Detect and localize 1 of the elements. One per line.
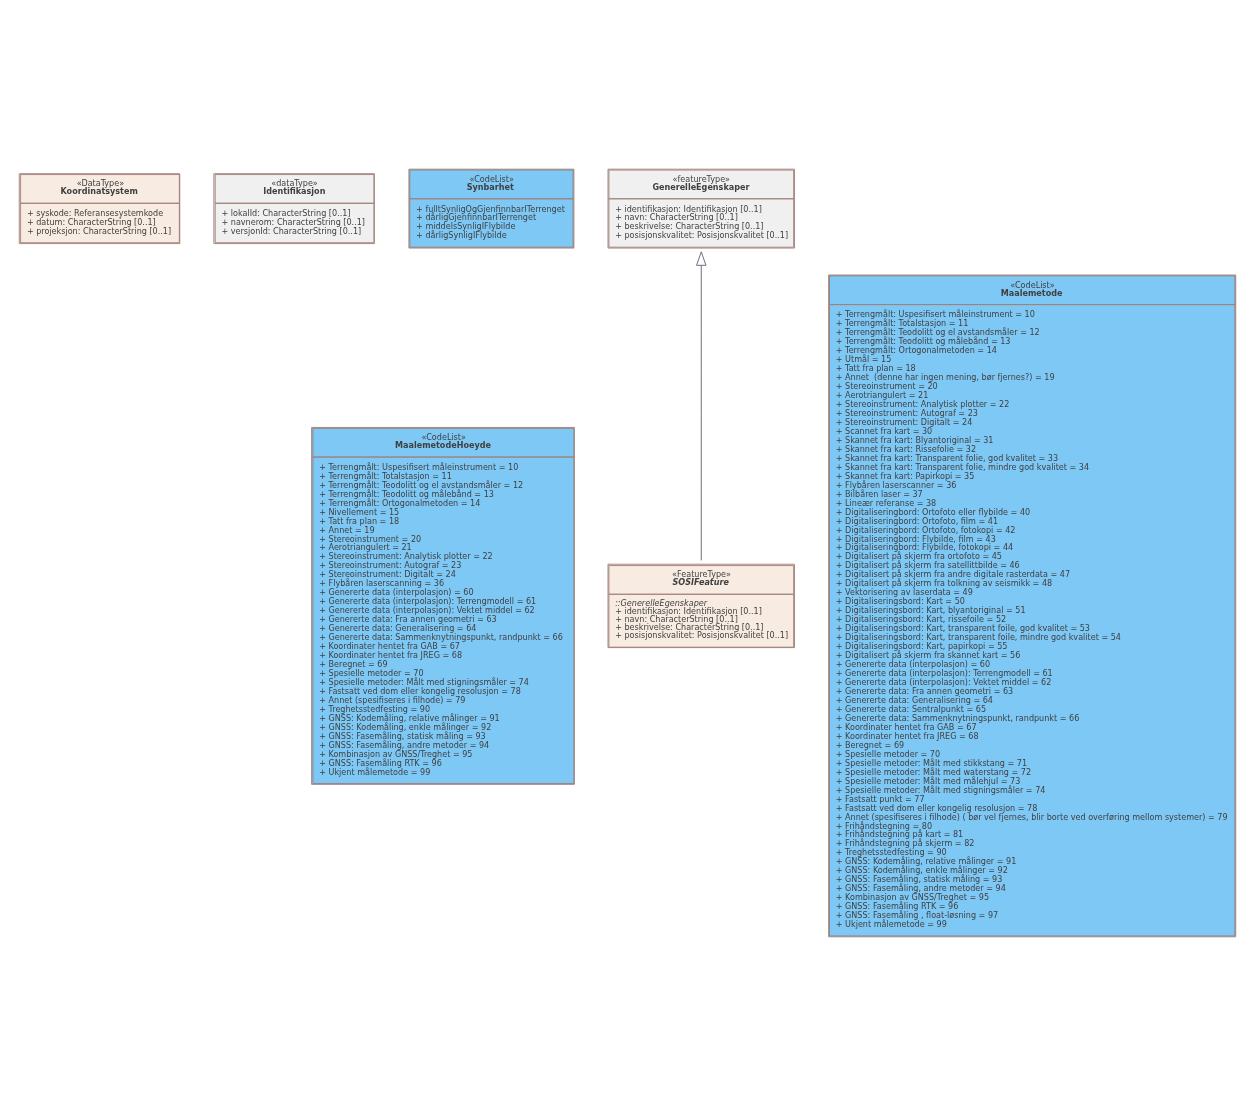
arrow <box>696 250 707 561</box>
